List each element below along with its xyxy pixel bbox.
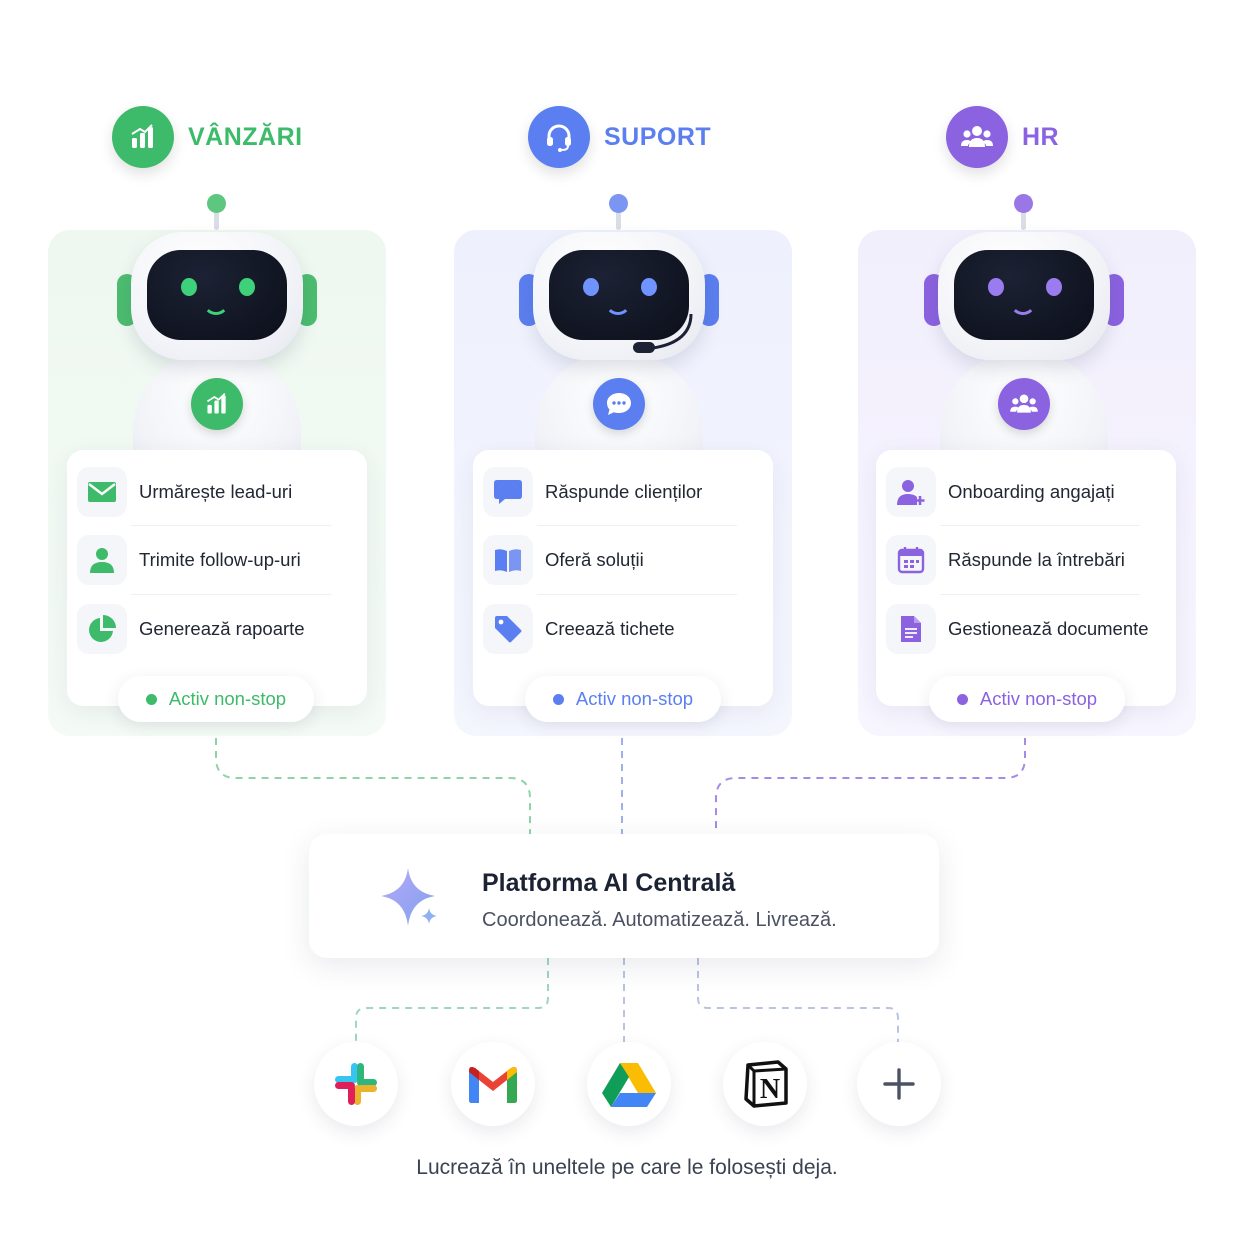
task-label: Gestionează documente bbox=[948, 618, 1149, 639]
gmail-icon[interactable] bbox=[451, 1042, 535, 1126]
status-dot bbox=[956, 693, 968, 705]
task-card-hr: Onboarding angajați Răspunde la întrebăr… bbox=[876, 450, 1176, 706]
headset-icon bbox=[528, 106, 590, 168]
task-label: Creează tichete bbox=[545, 618, 675, 639]
status-badge-support: Activ non-stop bbox=[525, 676, 721, 722]
google-drive-icon[interactable] bbox=[587, 1042, 671, 1126]
platform-title: Platforma AI Centrală bbox=[482, 869, 736, 897]
chat-bubble-icon bbox=[593, 378, 645, 430]
task-label: Răspunde la întrebări bbox=[948, 549, 1125, 570]
dept-title-hr: HR bbox=[1022, 122, 1060, 151]
task-label: Urmărește lead-uri bbox=[139, 481, 293, 502]
microphone-icon bbox=[633, 313, 693, 353]
connector-sales bbox=[215, 738, 531, 834]
dept-title-support: SUPORT bbox=[604, 122, 712, 151]
task-item: Onboarding angajați bbox=[886, 466, 1168, 518]
task-item: Gestionează documente bbox=[886, 603, 1168, 655]
robot-support bbox=[519, 192, 719, 492]
task-item: Urmărește lead-uri bbox=[77, 466, 359, 518]
connector-tools-left bbox=[355, 958, 549, 1042]
plus-icon[interactable] bbox=[857, 1042, 941, 1126]
connector-tools-right bbox=[697, 958, 899, 1042]
dept-title-sales: VÂNZĂRI bbox=[188, 122, 303, 151]
task-card-sales: Urmărește lead-uri Trimite follow-up-uri… bbox=[67, 450, 367, 706]
notion-letter: N bbox=[760, 1074, 780, 1105]
task-item: Oferă soluții bbox=[483, 534, 765, 586]
team-icon bbox=[998, 378, 1050, 430]
mail-icon bbox=[77, 467, 127, 517]
book-icon bbox=[483, 535, 533, 585]
connector-hr bbox=[715, 738, 1026, 834]
task-label: Onboarding angajați bbox=[948, 481, 1115, 502]
task-label: Generează rapoarte bbox=[139, 618, 305, 639]
add-user-icon bbox=[886, 467, 936, 517]
task-item: Răspunde la întrebări bbox=[886, 534, 1168, 586]
task-item: Trimite follow-up-uri bbox=[77, 534, 359, 586]
task-label: Răspunde clienților bbox=[545, 481, 703, 502]
dept-header-sales: VÂNZĂRI bbox=[112, 106, 303, 168]
bar-chart-icon bbox=[191, 378, 243, 430]
task-label: Trimite follow-up-uri bbox=[139, 549, 301, 570]
message-icon bbox=[483, 467, 533, 517]
platform-subtitle: Coordonează. Automatizează. Livrează. bbox=[482, 909, 837, 931]
status-badge-hr: Activ non-stop bbox=[929, 676, 1125, 722]
user-icon bbox=[77, 535, 127, 585]
status-badge-sales: Activ non-stop bbox=[118, 676, 314, 722]
document-icon bbox=[886, 604, 936, 654]
bar-chart-icon bbox=[112, 106, 174, 168]
robot-hr bbox=[924, 192, 1124, 492]
task-item: Generează rapoarte bbox=[77, 603, 359, 655]
task-item: Răspunde clienților bbox=[483, 466, 765, 518]
calendar-icon bbox=[886, 535, 936, 585]
footer-caption: Lucrează în uneltele pe care le foloseșt… bbox=[416, 1156, 838, 1179]
notion-icon[interactable]: N bbox=[723, 1042, 807, 1126]
slack-icon[interactable] bbox=[314, 1042, 398, 1126]
task-card-support: Răspunde clienților Oferă soluții Creeaz… bbox=[473, 450, 773, 706]
team-icon bbox=[946, 106, 1008, 168]
task-item: Creează tichete bbox=[483, 603, 765, 655]
task-label: Oferă soluții bbox=[545, 549, 644, 570]
status-label: Activ non-stop bbox=[979, 688, 1098, 709]
sparkle-icon bbox=[381, 868, 437, 926]
pie-chart-icon bbox=[77, 604, 127, 654]
status-dot bbox=[552, 693, 564, 705]
status-label: Activ non-stop bbox=[168, 688, 287, 709]
central-platform-card: Platforma AI Centrală Coordonează. Autom… bbox=[309, 834, 939, 958]
dept-header-support: SUPORT bbox=[528, 106, 711, 168]
robot-sales bbox=[117, 192, 317, 492]
tag-icon bbox=[483, 604, 533, 654]
status-label: Activ non-stop bbox=[575, 688, 694, 709]
status-dot bbox=[145, 693, 157, 705]
dept-header-hr: HR bbox=[946, 106, 1059, 168]
